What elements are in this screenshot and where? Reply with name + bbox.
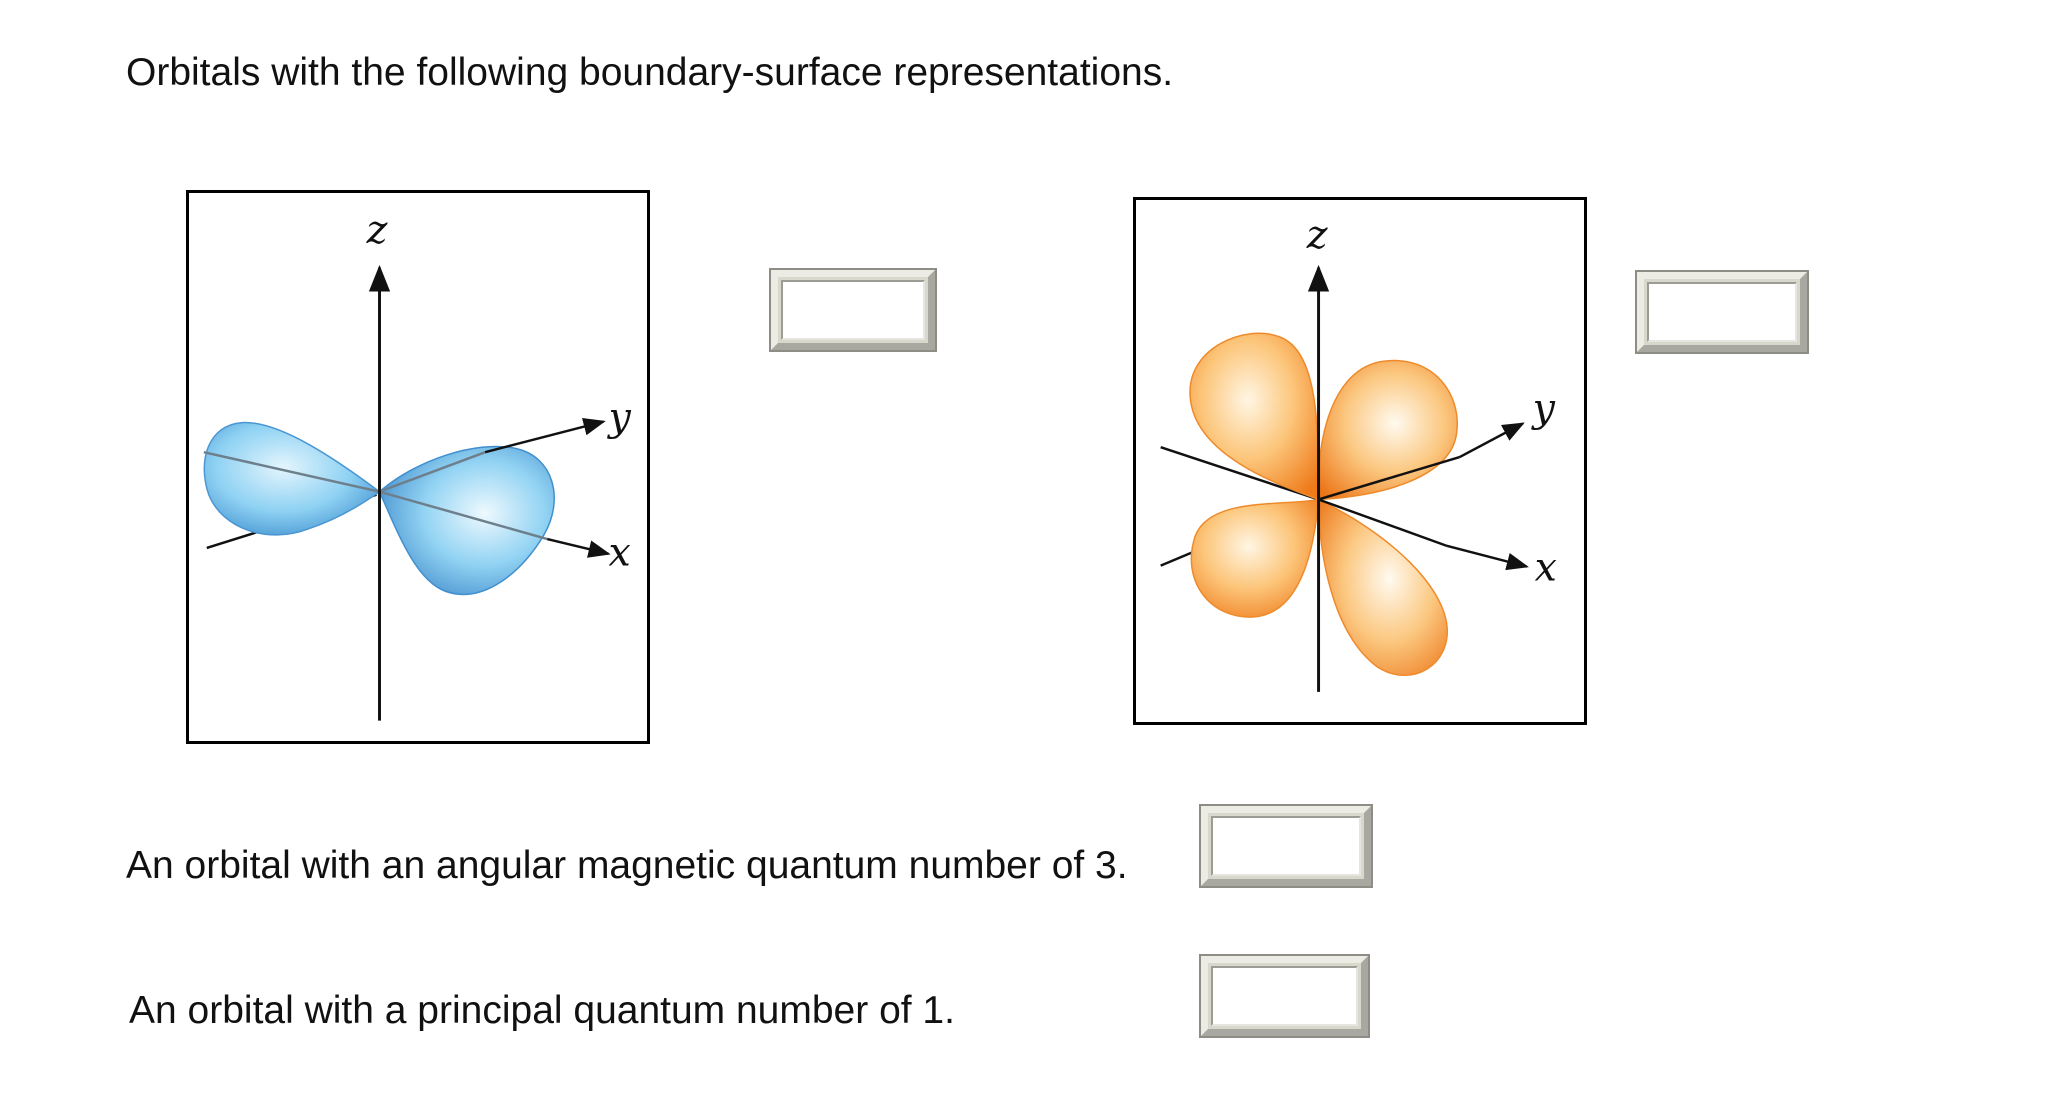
answer-box-question-4[interactable] — [1199, 954, 1370, 1038]
y-axis-label: y — [1531, 386, 1556, 432]
d-orbital-diagram: z y x — [1160, 212, 1557, 692]
question-angular-magnetic: An orbital with an angular magnetic quan… — [126, 844, 1128, 887]
lower-right-lobe — [1317, 498, 1448, 677]
question-principal: An orbital with a principal quantum numb… — [129, 989, 955, 1032]
answer-value — [1208, 963, 1361, 1029]
upper-left-lobe — [1189, 332, 1320, 501]
answer-value — [778, 277, 928, 343]
y-axis-label: y — [607, 394, 632, 440]
right-lobe — [378, 445, 555, 596]
z-axis-label: z — [366, 207, 388, 253]
d-orbital-figure: z y x — [1133, 197, 1587, 725]
lower-left-lobe — [1190, 498, 1320, 618]
answer-box-question-3[interactable] — [1199, 804, 1373, 888]
answer-value — [1208, 813, 1364, 879]
x-axis-label: x — [609, 530, 631, 576]
p-orbital-diagram: z y x — [203, 207, 632, 721]
answer-box-figure-1[interactable] — [769, 268, 937, 352]
prompt-title: Orbitals with the following boundary-sur… — [126, 51, 1174, 94]
left-lobe — [203, 421, 381, 536]
upper-right-lobe — [1317, 359, 1458, 501]
answer-value — [1644, 279, 1800, 345]
z-axis-label: z — [1306, 212, 1328, 258]
x-axis-label: x — [1535, 544, 1557, 590]
p-orbital-figure: z y x — [186, 190, 650, 744]
answer-box-figure-2[interactable] — [1635, 270, 1809, 354]
